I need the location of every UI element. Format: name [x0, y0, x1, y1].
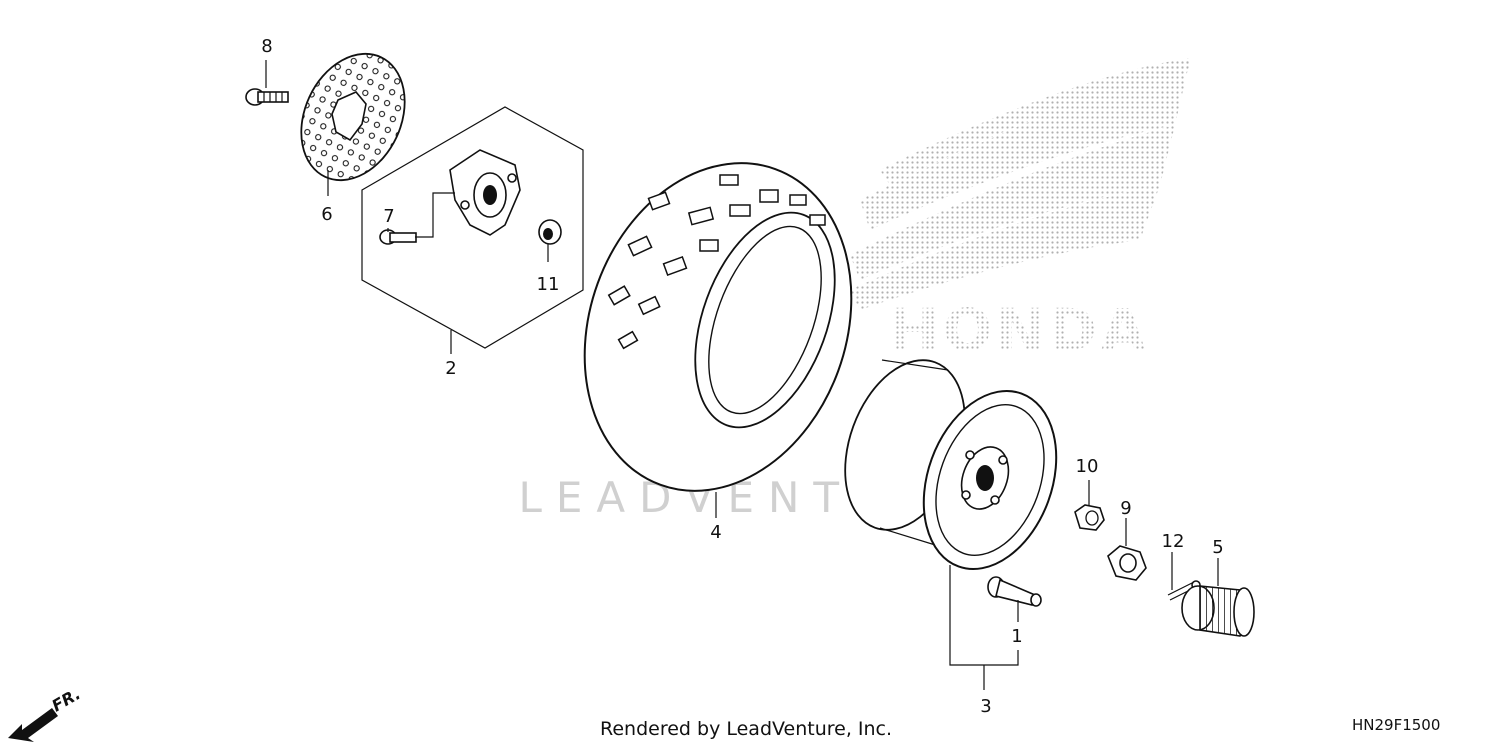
wheel-hub[interactable]	[449, 149, 521, 236]
callout-10: 10	[1076, 456, 1099, 477]
callout-8: 8	[261, 36, 272, 57]
hub-assembly-bracket	[361, 106, 584, 349]
tire-part-4[interactable]	[540, 125, 895, 528]
callout-7: 7	[383, 206, 394, 227]
hub-cap-part-5[interactable]	[1181, 585, 1255, 637]
front-direction-arrow: FR.	[8, 684, 84, 742]
brake-disc-part-6[interactable]	[282, 37, 425, 197]
callout-3: 3	[980, 696, 991, 717]
nut-part-10[interactable]	[1074, 504, 1105, 531]
callout-4: 4	[710, 522, 721, 543]
honda-logo-text: HONDA	[890, 296, 1149, 364]
wheel-rim-part-3[interactable]	[823, 343, 1080, 587]
callout-9: 9	[1120, 498, 1131, 519]
bolt-part-8[interactable]	[245, 88, 289, 106]
callout-11: 11	[537, 274, 560, 295]
valve-stem-part-1[interactable]	[987, 576, 1042, 607]
callout-6: 6	[321, 204, 332, 225]
honda-wing-logo	[850, 58, 1190, 310]
tire-tread	[607, 174, 826, 350]
bolt-7-leader	[415, 192, 455, 238]
callout-2: 2	[445, 358, 456, 379]
castle-nut-part-9[interactable]	[1107, 545, 1147, 581]
leader-lines	[265, 60, 1219, 690]
render-credit: Rendered by LeadVenture, Inc.	[600, 718, 893, 740]
bolt-part-7[interactable]	[379, 229, 417, 245]
bearing-part-11[interactable]	[538, 219, 562, 245]
callout-5: 5	[1212, 537, 1223, 558]
diagram-code: HN29F1500	[1352, 716, 1441, 734]
callout-1: 1	[1011, 626, 1022, 647]
callout-12: 12	[1162, 531, 1185, 552]
